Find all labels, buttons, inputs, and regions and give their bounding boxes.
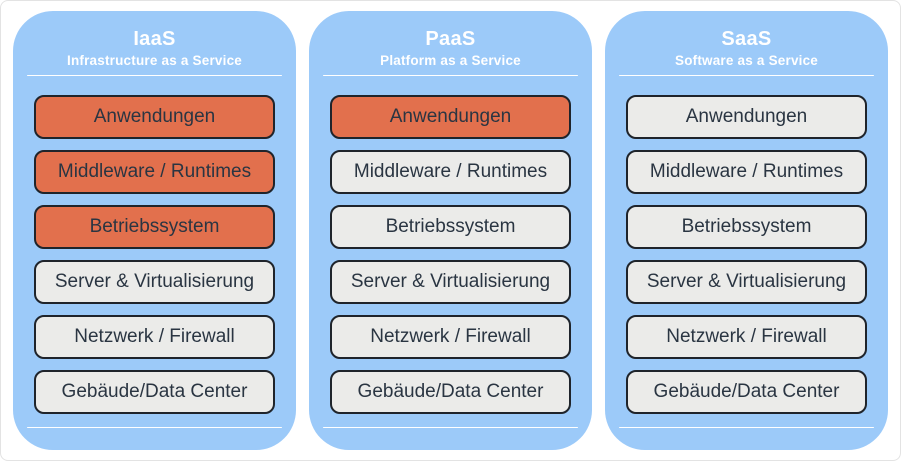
layer-box: Netzwerk / Firewall xyxy=(330,315,571,359)
header-separator-line xyxy=(323,75,578,76)
footer-separator-line xyxy=(323,427,578,428)
footer-separator-line xyxy=(27,427,282,428)
layer-label: Netzwerk / Firewall xyxy=(74,326,235,347)
layer-box: Anwendungen xyxy=(626,95,867,139)
layer-box: Gebäude/Data Center xyxy=(626,370,867,414)
layer-box: Netzwerk / Firewall xyxy=(34,315,275,359)
layer-label: Middleware / Runtimes xyxy=(649,161,844,182)
layer-stack: Anwendungen Middleware / Runtimes Betrie… xyxy=(309,95,592,414)
service-model-columns: IaaS Infrastructure as a Service Anwendu… xyxy=(13,11,888,450)
layer-label: Gebäude/Data Center xyxy=(653,381,840,402)
service-model-column-saas: SaaS Software as a Service Anwendungen M… xyxy=(605,11,888,450)
layer-label: Gebäude/Data Center xyxy=(357,381,544,402)
layer-box: Betriebssystem xyxy=(34,205,275,249)
layer-box: Server & Virtualisierung xyxy=(330,260,571,304)
layer-label: Anwendungen xyxy=(685,106,808,127)
layer-label: Anwendungen xyxy=(93,106,216,127)
layer-box: Server & Virtualisierung xyxy=(626,260,867,304)
layer-label: Betriebssystem xyxy=(681,216,812,237)
column-subtitle: Software as a Service xyxy=(674,53,819,68)
layer-label: Middleware / Runtimes xyxy=(57,161,252,182)
layer-label: Server & Virtualisierung xyxy=(54,271,255,292)
column-title: SaaS xyxy=(721,28,772,50)
layer-box: Anwendungen xyxy=(34,95,275,139)
header-separator-line xyxy=(619,75,874,76)
layer-label: Betriebssystem xyxy=(89,216,220,237)
layer-box: Middleware / Runtimes xyxy=(330,150,571,194)
layer-label: Anwendungen xyxy=(389,106,512,127)
layer-stack: Anwendungen Middleware / Runtimes Betrie… xyxy=(13,95,296,414)
layer-box: Server & Virtualisierung xyxy=(34,260,275,304)
layer-box: Gebäude/Data Center xyxy=(34,370,275,414)
column-title: PaaS xyxy=(425,28,476,50)
header-separator-line xyxy=(27,75,282,76)
layer-label: Gebäude/Data Center xyxy=(61,381,248,402)
footer-separator-line xyxy=(619,427,874,428)
column-title: IaaS xyxy=(133,28,176,50)
layer-label: Netzwerk / Firewall xyxy=(666,326,827,347)
layer-box: Gebäude/Data Center xyxy=(330,370,571,414)
layer-box: Middleware / Runtimes xyxy=(626,150,867,194)
column-header: PaaS Platform as a Service xyxy=(309,27,592,68)
layer-box: Middleware / Runtimes xyxy=(34,150,275,194)
layer-label: Server & Virtualisierung xyxy=(646,271,847,292)
layer-box: Betriebssystem xyxy=(330,205,571,249)
column-subtitle: Infrastructure as a Service xyxy=(67,53,242,68)
layer-box: Netzwerk / Firewall xyxy=(626,315,867,359)
layer-box: Anwendungen xyxy=(330,95,571,139)
layer-stack: Anwendungen Middleware / Runtimes Betrie… xyxy=(605,95,888,414)
column-subtitle: Platform as a Service xyxy=(380,53,521,68)
layer-label: Betriebssystem xyxy=(385,216,516,237)
service-model-column-paas: PaaS Platform as a Service Anwendungen M… xyxy=(309,11,592,450)
column-header: IaaS Infrastructure as a Service xyxy=(13,27,296,68)
column-header: SaaS Software as a Service xyxy=(605,27,888,68)
service-model-column-iaas: IaaS Infrastructure as a Service Anwendu… xyxy=(13,11,296,450)
layer-box: Betriebssystem xyxy=(626,205,867,249)
layer-label: Middleware / Runtimes xyxy=(353,161,548,182)
layer-label: Server & Virtualisierung xyxy=(350,271,551,292)
layer-label: Netzwerk / Firewall xyxy=(370,326,531,347)
